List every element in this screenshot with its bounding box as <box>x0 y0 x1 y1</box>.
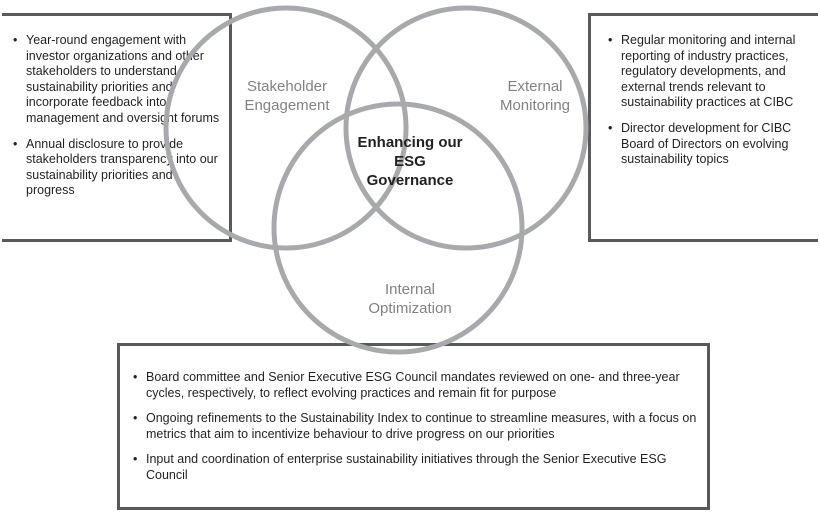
external-monitoring-list: Regular monitoring and internal reportin… <box>607 33 812 168</box>
internal-optimization-circle <box>271 101 525 355</box>
internal-label-line1: Internal <box>385 281 435 298</box>
internal-optimization-box: Board committee and Senior Executive ESG… <box>117 343 710 510</box>
list-item: Input and coordination of enterprise sus… <box>132 452 697 483</box>
center-label-line3: Governance <box>367 172 454 189</box>
internal-label-line2: Optimization <box>368 300 451 317</box>
list-item: Ongoing refinements to the Sustainabilit… <box>132 411 697 442</box>
external-label-line1: External <box>507 78 562 95</box>
list-item: Director development for CIBC Board of D… <box>607 121 812 168</box>
internal-optimization-list: Board committee and Senior Executive ESG… <box>132 370 697 484</box>
external-monitoring-circle <box>343 5 589 251</box>
list-item: Regular monitoring and internal reportin… <box>607 33 812 111</box>
list-item: Board committee and Senior Executive ESG… <box>132 370 697 401</box>
list-item: Annual disclosure to provide stakeholder… <box>12 137 221 199</box>
stakeholder-label-line1: Stakeholder <box>247 78 327 95</box>
external-monitoring-box: Regular monitoring and internal reportin… <box>588 13 818 242</box>
stakeholder-engagement-list: Year-round engagement with investor orga… <box>12 33 221 199</box>
list-item: Year-round engagement with investor orga… <box>12 33 221 127</box>
stakeholder-engagement-circle <box>163 5 409 251</box>
external-label-line2: Monitoring <box>500 97 570 114</box>
center-label-line1: Enhancing our <box>358 134 463 151</box>
center-label-line2: ESG <box>394 153 426 170</box>
stakeholder-label-line2: Engagement <box>244 97 330 114</box>
